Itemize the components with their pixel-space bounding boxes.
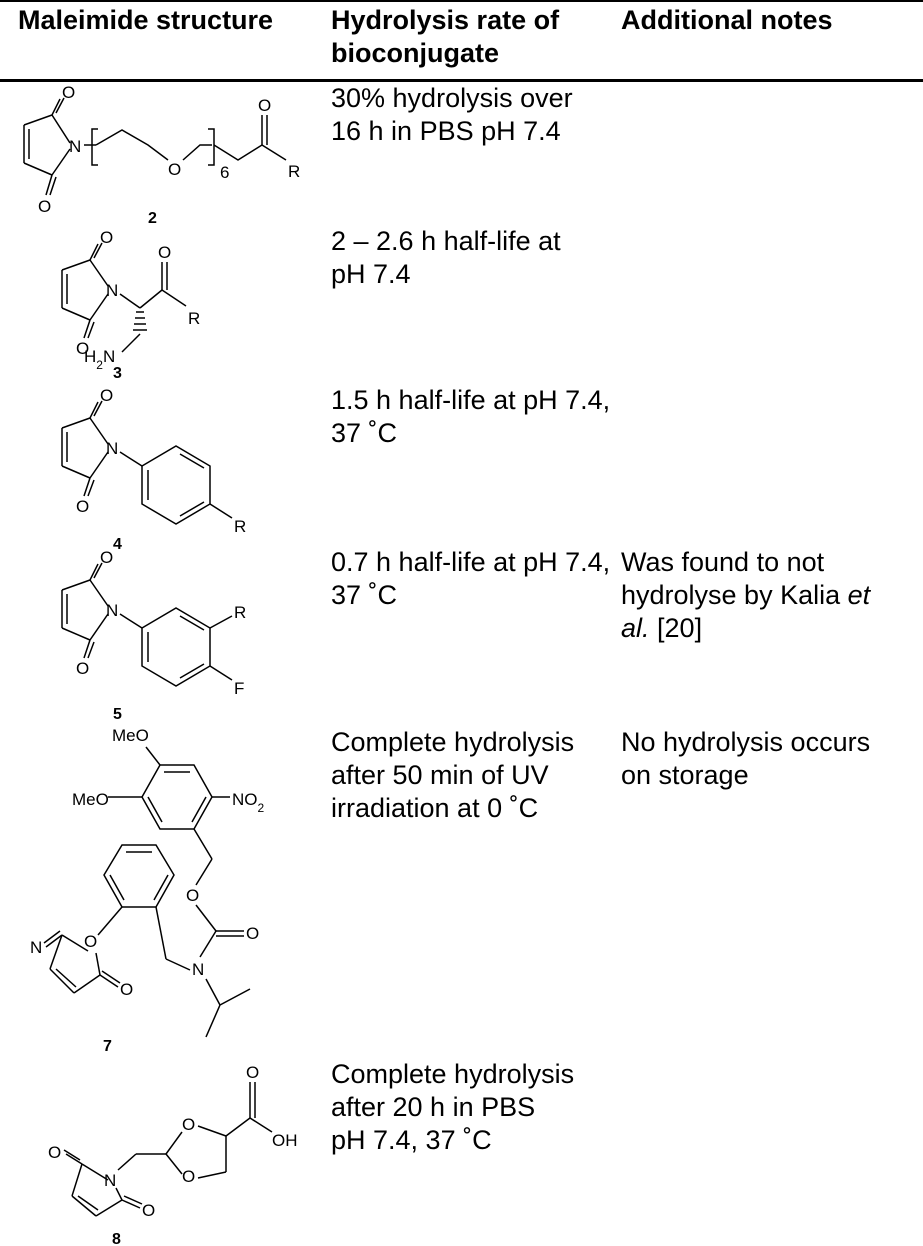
atom-o: O <box>100 386 113 405</box>
atom-n: N <box>69 137 81 156</box>
rate-compound-7: Complete hydrolysis after 50 min of UV i… <box>331 727 575 823</box>
structure-compound-5: O N O R F 5 <box>0 548 320 723</box>
header-hydrolysis-rate: Hydrolysis rate of bioconjugate <box>331 4 559 70</box>
rate-compound-3: 2 – 2.6 h half-life at pH 7.4 <box>331 226 561 289</box>
atom-o: O <box>186 886 199 905</box>
atom-n: N <box>106 601 118 620</box>
atom-o: O <box>100 548 113 567</box>
atom-o: O <box>48 1143 61 1162</box>
atom-o: O <box>38 197 51 216</box>
atom-meo: MeO <box>72 790 109 809</box>
atom-meo: MeO <box>112 726 149 745</box>
structure-compound-8: O OH O O N O O 8 <box>0 1060 320 1246</box>
rate-compound-4: 1.5 h half-life at pH 7.4, 37 ˚C <box>331 385 611 448</box>
atom-n: N <box>106 281 118 300</box>
atom-o: O <box>168 160 181 179</box>
compound-label-7: 7 <box>103 1038 112 1055</box>
atom-o: O <box>246 924 259 943</box>
atom-o: O <box>62 83 75 102</box>
atom-n: O <box>84 932 97 951</box>
atom-o: O <box>76 659 89 678</box>
atom-n: N <box>192 960 204 979</box>
rate-compound-8: Complete hydrolysis after 20 h in PBS pH… <box>331 1059 575 1155</box>
compound-label-8: 8 <box>112 1231 121 1246</box>
structure-compound-3: O N O O R H2N 3 <box>0 228 320 382</box>
atom-h2n: H2N <box>84 347 115 372</box>
rate-compound-2: 30% hydrolysis over 16 h in PBS pH 7.4 <box>331 83 573 146</box>
table-header-rule <box>0 79 923 82</box>
atom-n: N <box>106 439 118 458</box>
atom-o: O <box>182 1167 195 1186</box>
atom-f: F <box>234 679 244 698</box>
atom-o: O <box>76 497 89 516</box>
atom-o: O <box>142 1201 155 1220</box>
atom-o: O <box>76 339 89 358</box>
rate-compound-5: 0.7 h half-life at pH 7.4, 37 ˚C <box>331 547 611 610</box>
structure-compound-4: O N O R 4 <box>0 386 320 553</box>
atom-oh: OH <box>272 1131 298 1150</box>
structure-compound-2: O N O O 6 O R 2 <box>0 83 320 227</box>
repeat-count-6: 6 <box>220 163 229 182</box>
compound-label-4: 4 <box>113 536 122 553</box>
atom-o: O <box>120 980 133 999</box>
structure-compound-7: MeO MeO NO2 O O N <box>0 725 320 1055</box>
atom-no2: NO2 <box>232 790 265 815</box>
table-top-rule <box>0 0 923 2</box>
compound-label-3: 3 <box>113 365 122 382</box>
atom-n: N <box>104 1171 116 1190</box>
atom-o: O <box>258 96 271 115</box>
header-maleimide-structure: Maleimide structure <box>18 5 274 35</box>
atom-r: R <box>288 162 300 181</box>
atom-r: R <box>188 309 200 328</box>
header-hydrolysis-rate-text: Hydrolysis rate of bioconjugate <box>331 5 560 68</box>
atom-r: R <box>234 603 246 622</box>
atom-o: O <box>246 1063 259 1082</box>
atom-o: O <box>182 1115 195 1134</box>
notes-text: Was found to not hydrolyse by Kalia <box>621 547 841 610</box>
atom-o: N <box>30 938 42 957</box>
notes-reference: [20] <box>649 613 703 643</box>
notes-compound-7: No hydrolysis occurs on storage <box>621 727 871 790</box>
notes-compound-5: Was found to not hydrolyse by Kalia et a… <box>621 546 870 645</box>
notes-text-italic: et al. <box>621 580 871 643</box>
atom-o: O <box>100 228 113 247</box>
atom-o: O <box>158 243 171 262</box>
atom-r: R <box>234 517 246 536</box>
compound-label-2: 2 <box>148 210 157 227</box>
compound-label-5: 5 <box>113 706 122 723</box>
header-additional-notes: Additional notes <box>621 5 833 35</box>
